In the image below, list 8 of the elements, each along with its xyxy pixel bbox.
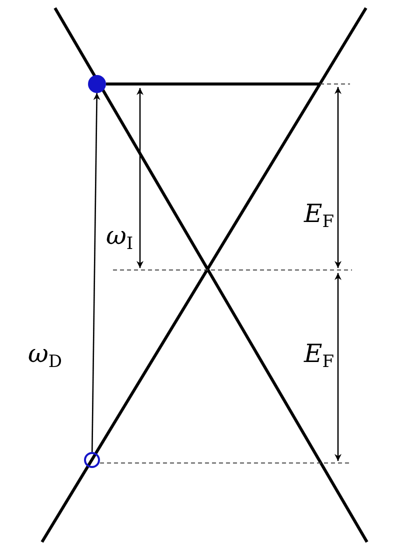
edge-label: ω$_{D}$ (28, 340, 62, 374)
filled-state-dot (88, 75, 106, 93)
transition-line (106, 82, 320, 86)
transition-arrow (91, 93, 100, 452)
energy-label: E$_{F}$ (304, 340, 334, 374)
energy-label: E$_{F}$ (304, 200, 334, 234)
empty-state-circle (84, 452, 100, 468)
frequency-label: ω$_{I}$ (106, 222, 134, 256)
